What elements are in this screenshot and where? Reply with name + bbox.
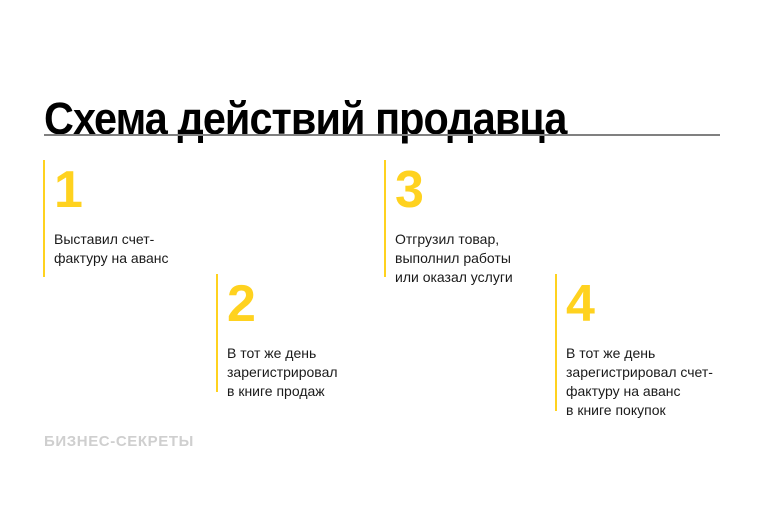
step-description: Выставил счет- фактуру на аванс — [54, 231, 169, 266]
step-2: 2 В тот же день зарегистрировал в книге … — [216, 274, 386, 399]
step-1: 1 Выставил счет- фактуру на аванс — [43, 160, 213, 278]
page-title: Схема действий продавца — [44, 93, 567, 145]
step-3: 3 Отгрузил товар, выполнил работы или ок… — [384, 160, 554, 285]
step-number: 1 — [54, 161, 83, 219]
step-4: 4 В тот же день зарегистрировал счет- фа… — [555, 274, 745, 418]
step-number: 3 — [395, 161, 424, 219]
step-description: Отгрузил товар, выполнил работы или оказ… — [395, 231, 513, 285]
brand-logo: БИЗНЕС-СЕКРЕТЫ — [44, 433, 194, 450]
step-description: В тот же день зарегистрировал счет- факт… — [566, 345, 713, 418]
title-divider — [44, 134, 720, 136]
step-description: В тот же день зарегистрировал в книге пр… — [227, 345, 338, 399]
step-number: 4 — [566, 275, 595, 333]
step-number: 2 — [227, 275, 256, 333]
step-accent-bar — [43, 160, 45, 277]
step-accent-bar — [555, 274, 557, 411]
step-accent-bar — [384, 160, 386, 277]
step-accent-bar — [216, 274, 218, 392]
